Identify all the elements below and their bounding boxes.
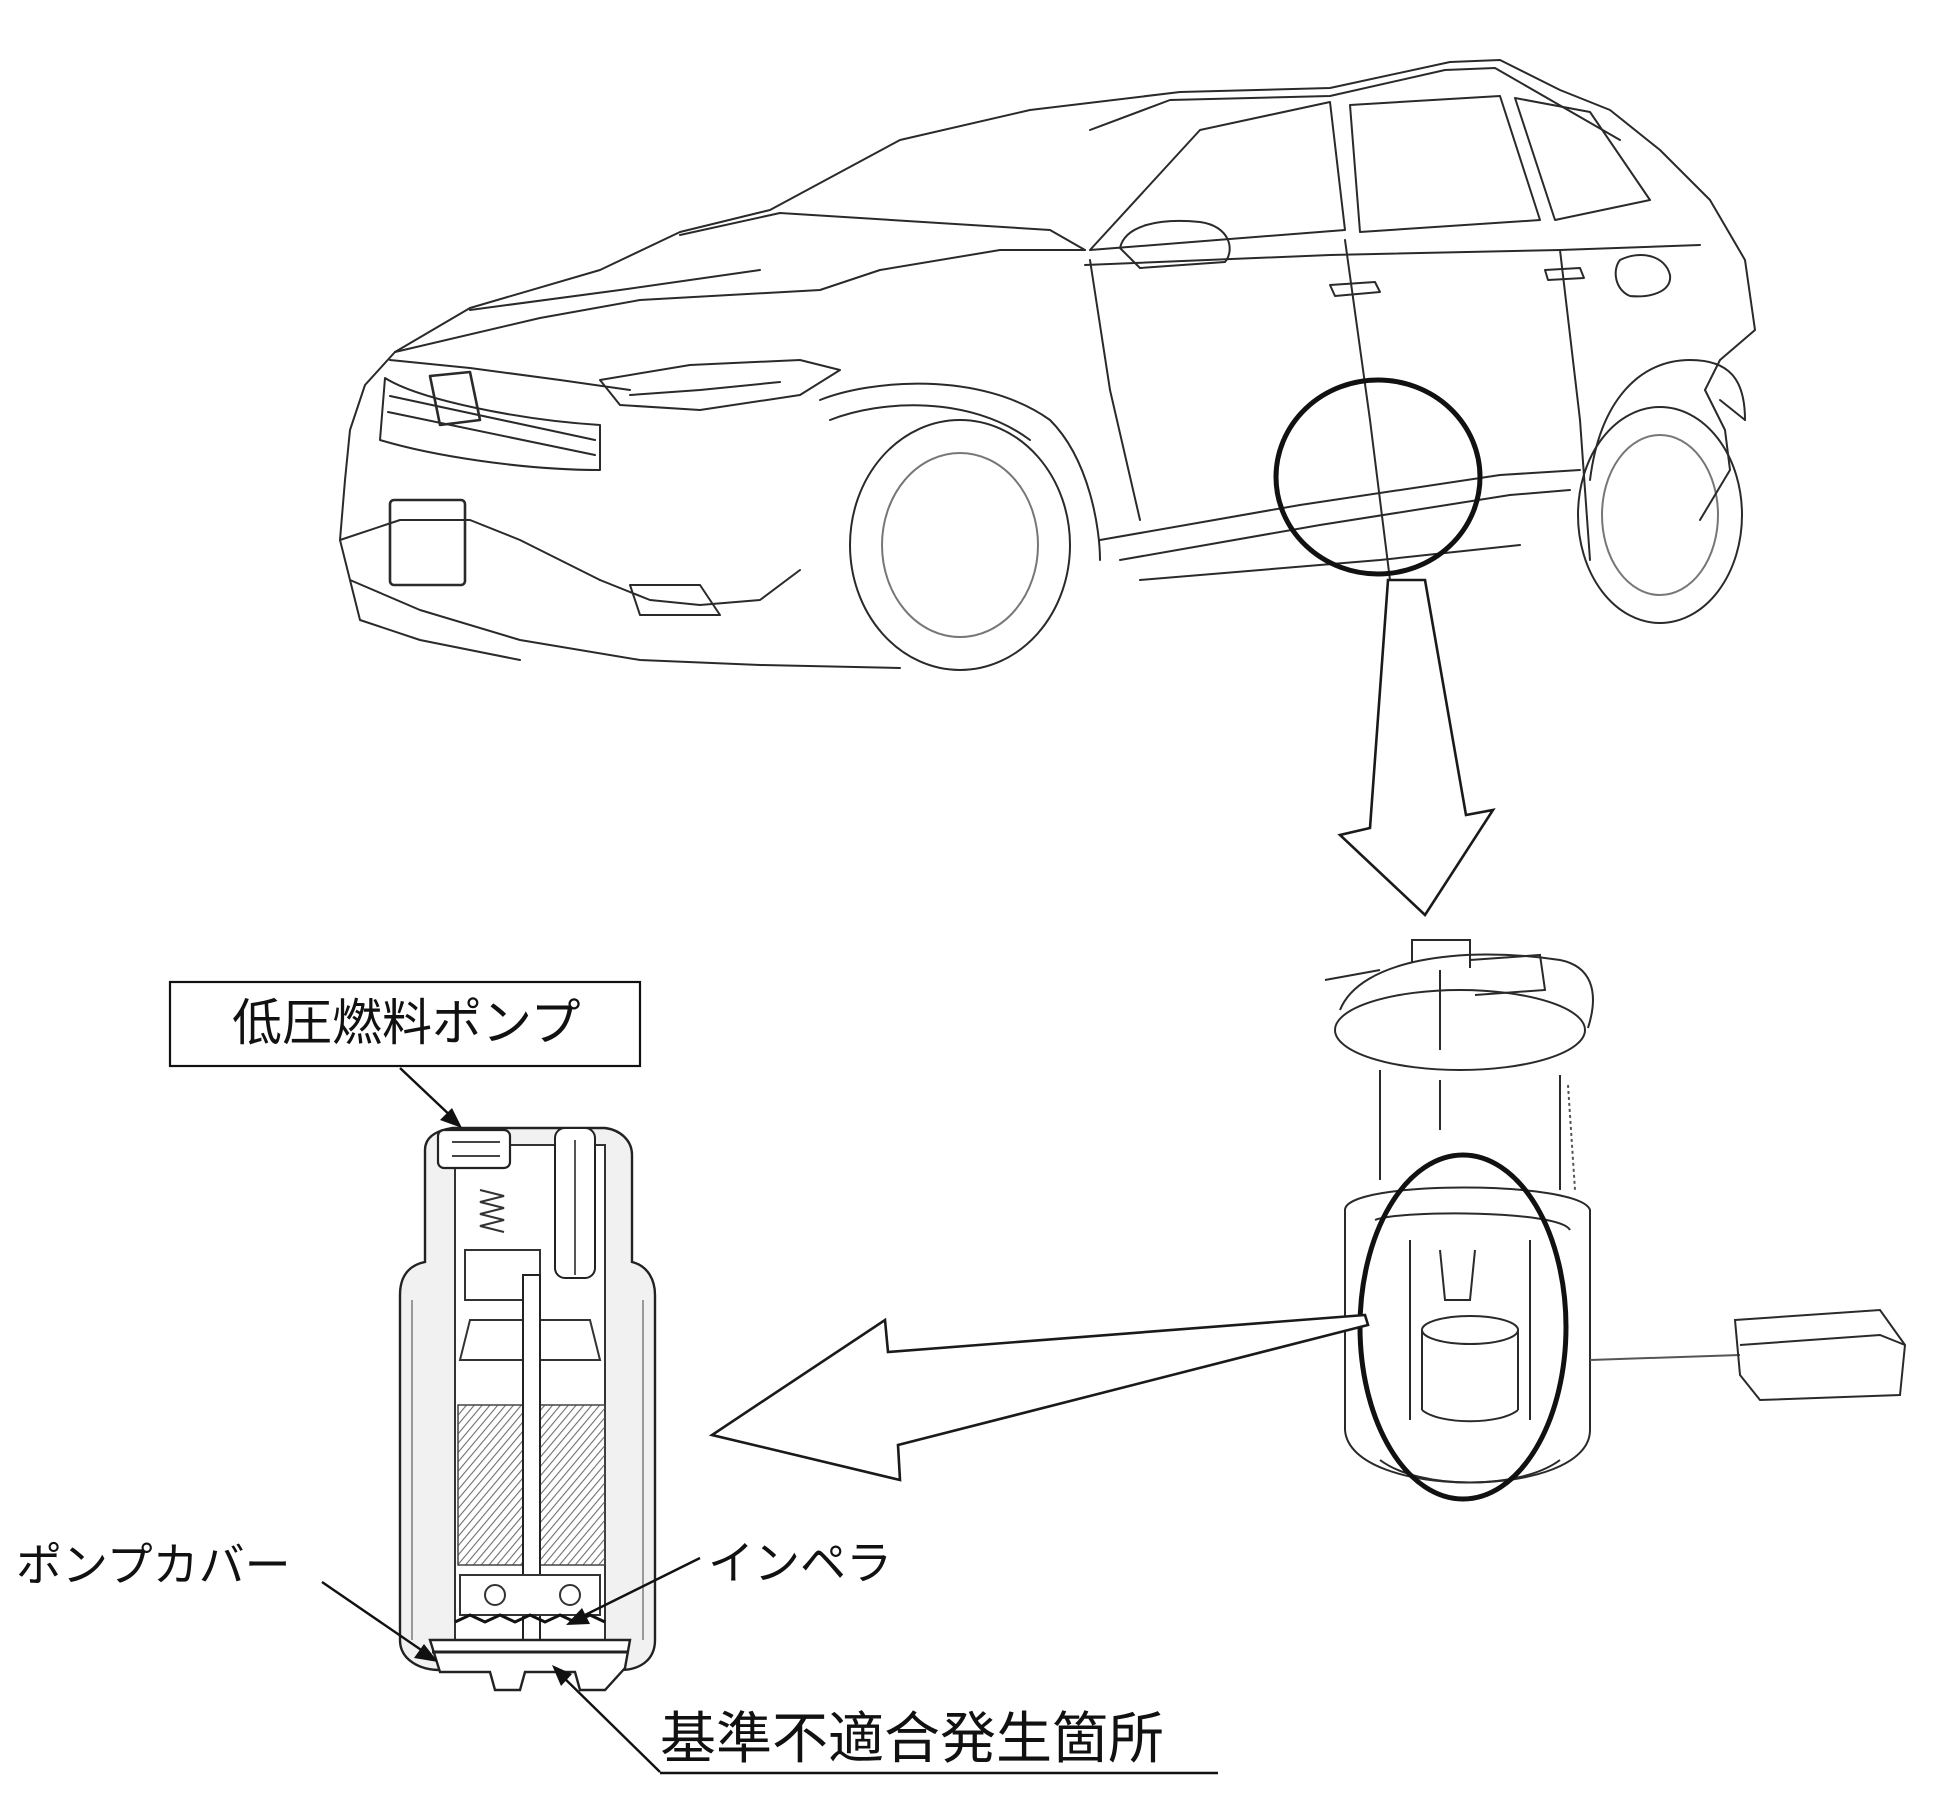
low-pressure-pump-label: 低圧燃料ポンプ [232, 994, 581, 1052]
impeller-label: インペラ [708, 1536, 892, 1590]
low-pressure-pump-label-box [168, 980, 642, 1068]
leader-nonconformity [557, 1671, 661, 1773]
car-illustration [339, 59, 1756, 671]
leader-impeller [574, 1556, 701, 1622]
arrow-down-icon [1337, 578, 1496, 918]
low-pressure-pump-cutaway [398, 1126, 657, 1692]
arrow-left-icon [708, 1313, 1370, 1482]
pump-cover-label: ポンプカバー [16, 1538, 291, 1592]
leader-arrowhead [566, 1608, 590, 1625]
leader-arrowhead [440, 1108, 462, 1128]
nonconformity-location-label: 基準不適合発生箇所 [660, 1707, 1164, 1772]
fuel-pump-module [1324, 939, 1907, 1484]
fuel-tank-highlight-circle [1273, 377, 1483, 577]
leader-arrowhead [414, 1644, 438, 1662]
pump-highlight-ellipse [1357, 1152, 1569, 1502]
leader-arrowhead [552, 1665, 572, 1686]
leader-pump-cover [321, 1581, 431, 1657]
leader-low-pressure-pump [399, 1067, 456, 1121]
